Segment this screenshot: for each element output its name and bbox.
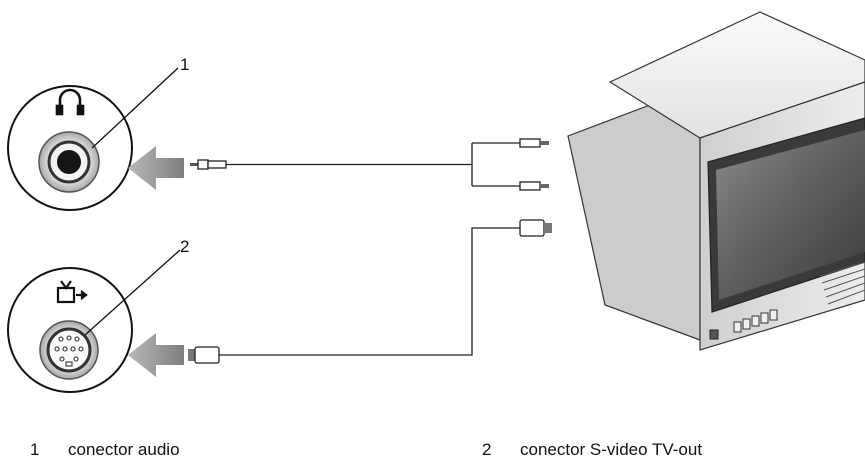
tv-power-button: [709, 329, 719, 340]
tv-top: [608, 11, 865, 139]
callout-number-2: 2: [180, 237, 189, 256]
television: [567, 11, 865, 351]
legend-number: 1: [30, 440, 40, 459]
legend-label: conector S-video TV-out: [520, 440, 703, 459]
headphones-icon: [55, 88, 85, 116]
callout-leader-1: [91, 67, 179, 149]
legend-number: 2: [482, 440, 492, 459]
tv-buttons: [733, 309, 778, 333]
tv-out-icon: [56, 280, 88, 304]
svideo-connector-illustration: [7, 267, 133, 393]
audio-connector-illustration: [7, 85, 133, 211]
legend-item: 2 conector S-video TV-out: [482, 440, 702, 460]
audio-cable: [190, 138, 549, 191]
callout-leader-2: [84, 249, 181, 336]
arrow-icon: [128, 146, 184, 190]
legend-label: conector audio: [68, 440, 180, 459]
svideo-jack-face: [46, 327, 92, 373]
tv-connection-diagram: 1 2: [7, 11, 865, 393]
legend-item: 1 conector audio: [30, 440, 180, 460]
svideo-cable: [188, 219, 552, 364]
svideo-pins: [54, 335, 84, 367]
audio-jack-hole: [57, 150, 81, 174]
tv-screen: [716, 130, 865, 300]
callout-number-1: 1: [180, 55, 189, 74]
tv-speaker-grill: [819, 261, 865, 305]
arrow-icon: [128, 333, 184, 377]
